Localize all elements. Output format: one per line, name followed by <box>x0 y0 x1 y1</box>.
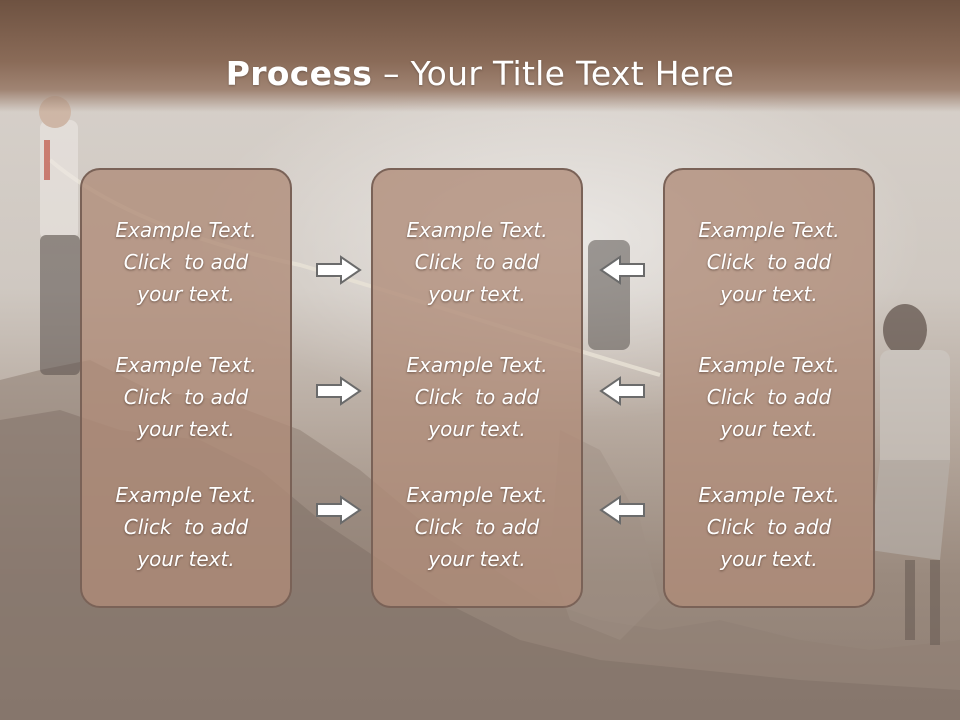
arrow-right-icon <box>316 376 362 406</box>
text-line: Click to add <box>414 385 540 409</box>
text-line: Example Text. <box>115 483 257 507</box>
text-line: Click to add <box>414 250 540 274</box>
arrow-right-icon <box>316 495 362 525</box>
text-line: Click to add <box>123 250 249 274</box>
text-line: Example Text. <box>698 353 840 377</box>
text-line: your text. <box>428 417 526 441</box>
text-line: Example Text. <box>115 353 257 377</box>
text-line: your text. <box>137 417 235 441</box>
arrow-right-icon <box>316 255 362 285</box>
text-line: Example Text. <box>406 483 548 507</box>
text-line: Example Text. <box>115 218 257 242</box>
text-line: Click to add <box>123 515 249 539</box>
text-line: Click to add <box>706 385 832 409</box>
text-line: Example Text. <box>698 483 840 507</box>
text-block[interactable]: Example Text. Click to add your text. <box>665 349 873 445</box>
text-line: your text. <box>428 547 526 571</box>
arrow-left-icon <box>599 495 645 525</box>
text-line: your text. <box>720 282 818 306</box>
text-block[interactable]: Example Text. Click to add your text. <box>82 214 290 310</box>
text-block[interactable]: Example Text. Click to add your text. <box>665 214 873 310</box>
text-block[interactable]: Example Text. Click to add your text. <box>373 214 581 310</box>
text-line: Example Text. <box>406 353 548 377</box>
text-line: your text. <box>720 547 818 571</box>
text-block[interactable]: Example Text. Click to add your text. <box>373 479 581 575</box>
text-panel-left[interactable]: Example Text. Click to add your text. Ex… <box>80 168 292 608</box>
text-block[interactable]: Example Text. Click to add your text. <box>373 349 581 445</box>
text-line: Click to add <box>706 250 832 274</box>
text-block[interactable]: Example Text. Click to add your text. <box>82 349 290 445</box>
text-line: your text. <box>137 547 235 571</box>
text-panel-right[interactable]: Example Text. Click to add your text. Ex… <box>663 168 875 608</box>
arrow-left-icon <box>599 376 645 406</box>
slide-title[interactable]: Process – Your Title Text Here <box>0 52 960 96</box>
title-rest-part: – Your Title Text Here <box>372 54 735 93</box>
text-line: Click to add <box>706 515 832 539</box>
text-line: Example Text. <box>406 218 548 242</box>
text-block[interactable]: Example Text. Click to add your text. <box>665 479 873 575</box>
title-bar <box>0 0 960 112</box>
text-line: Click to add <box>123 385 249 409</box>
title-bold-part: Process <box>225 54 373 93</box>
text-line: Click to add <box>414 515 540 539</box>
text-line: your text. <box>137 282 235 306</box>
arrow-left-icon <box>599 255 645 285</box>
text-panel-center[interactable]: Example Text. Click to add your text. Ex… <box>371 168 583 608</box>
text-line: your text. <box>428 282 526 306</box>
text-line: Example Text. <box>698 218 840 242</box>
text-block[interactable]: Example Text. Click to add your text. <box>82 479 290 575</box>
text-line: your text. <box>720 417 818 441</box>
